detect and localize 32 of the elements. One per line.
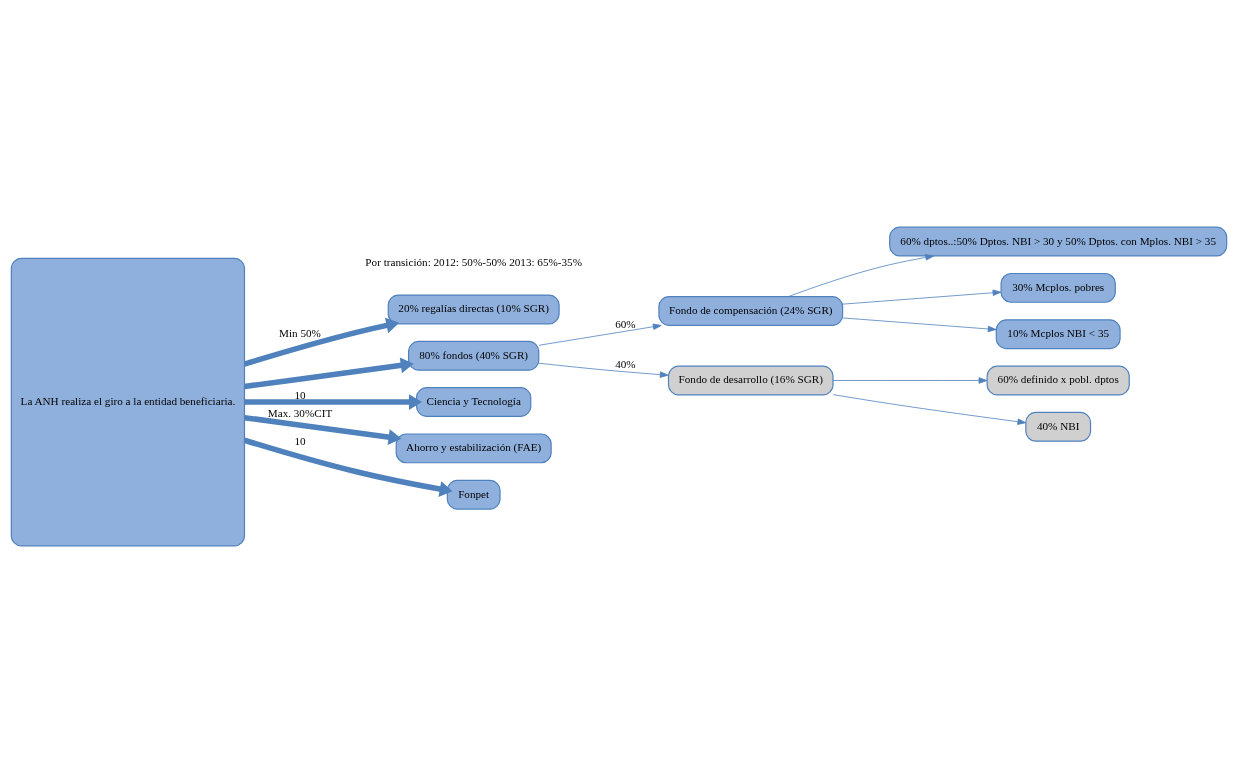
node-box: 80% fondos (40% SGR) — [408, 340, 540, 371]
label: Por transición: 2012: 50%-50% 2013: 65%-35% — [365, 256, 582, 269]
node-box: 60% dptos..:50% Dptos. NBI > 30 y 50% Dptos. con Mplos. NBI > 35 — [889, 226, 1228, 257]
arrow — [538, 323, 662, 346]
arrow — [244, 357, 414, 390]
node-box: Ahorro y estabilización (FAE) — [395, 433, 552, 464]
node-box: 10% Mcplos NBI < 35 — [995, 319, 1121, 350]
arrow — [842, 289, 1002, 305]
node-box: 60% definido x pobl. dptos — [986, 365, 1130, 396]
arrow — [538, 362, 669, 378]
node-box: Fonpet — [446, 479, 501, 510]
arrow — [787, 254, 935, 298]
edge-label: 40% — [615, 357, 636, 370]
arrow — [244, 414, 402, 445]
arrow — [244, 394, 422, 410]
arrow — [842, 317, 997, 333]
edge-label: 10 — [294, 435, 306, 448]
arrow — [832, 394, 1027, 425]
edge-label: Min 50% — [279, 326, 321, 339]
arrow — [832, 377, 988, 384]
node-box: 30% Mcplos. pobres — [1000, 272, 1116, 303]
arrow — [243, 317, 400, 367]
edge-label: Max. 30%CIT — [267, 407, 333, 420]
edge-label: 60% — [615, 317, 636, 330]
arrow — [243, 437, 453, 497]
node-box: La ANH realiza el giro a la entidad beneficiaria. — [10, 257, 246, 547]
node-box: Fondo de compensación (24% SGR) — [658, 296, 844, 326]
node-box: 20% regalías directas (10% SGR) — [387, 294, 560, 325]
node-box: Fondo de desarrollo (16% SGR) — [667, 365, 834, 396]
edge-label: 10 — [294, 389, 306, 402]
node-box: Ciencia y Tecnología — [415, 387, 532, 418]
node-box: 40% NBI — [1025, 411, 1092, 442]
